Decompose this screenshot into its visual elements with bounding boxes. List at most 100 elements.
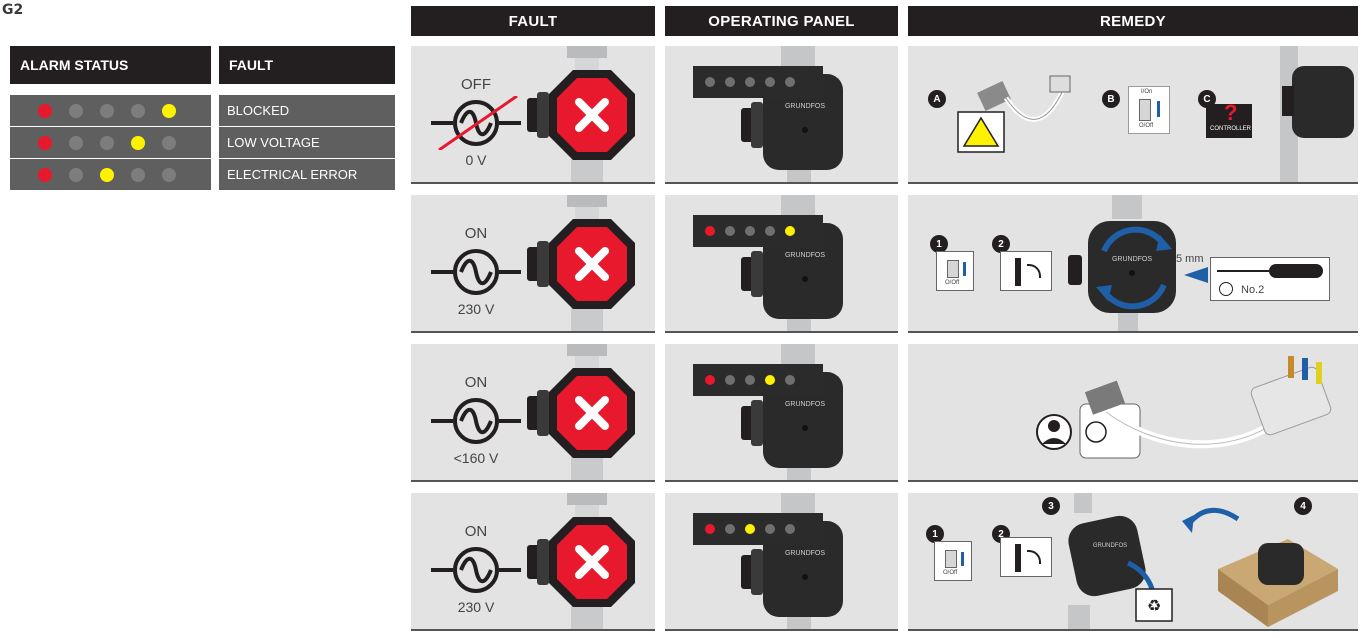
panel-led-red bbox=[705, 226, 715, 236]
led-indicator-off bbox=[131, 103, 145, 118]
power-state-label: ON bbox=[464, 523, 488, 540]
legend-header-fault: FAULT bbox=[219, 46, 395, 84]
operating-panel: GRUNDFOS bbox=[665, 493, 898, 631]
voltage-label: 230 V bbox=[457, 301, 495, 317]
voltage-label: 0 V bbox=[465, 152, 487, 168]
led-indicator-off bbox=[69, 135, 83, 150]
distance-label: 5 mm bbox=[1176, 253, 1204, 265]
svg-text:GRUNDFOS: GRUNDFOS bbox=[785, 103, 825, 110]
panel-led-off bbox=[745, 226, 755, 236]
led-indicator-off bbox=[69, 103, 83, 118]
power-switch-icon: I/On O/Off bbox=[1128, 86, 1170, 134]
led-indicator-off bbox=[131, 167, 145, 182]
panel-led-red bbox=[705, 524, 715, 534]
step-badge: 3 bbox=[1042, 497, 1060, 515]
led-strip bbox=[693, 364, 823, 396]
panel-led-yellow bbox=[765, 375, 775, 385]
led-indicator-red bbox=[38, 167, 52, 182]
pump-fault-icon bbox=[527, 195, 635, 331]
legend-header-alarm-status: ALARM STATUS bbox=[10, 46, 211, 84]
legend-led-row bbox=[10, 127, 211, 158]
operating-panel: GRUNDFOS bbox=[665, 46, 898, 184]
electrician-voltage-check-icon bbox=[1036, 356, 1332, 459]
led-strip bbox=[693, 215, 823, 247]
power-switch-off-icon: O/Off bbox=[934, 541, 972, 581]
power-state-label: OFF bbox=[461, 76, 491, 93]
led-indicator-off bbox=[100, 135, 114, 150]
pump-operating-panel-icon: GRUNDFOS bbox=[741, 493, 843, 629]
pump-fault-icon bbox=[527, 344, 635, 480]
fault-panel: ON <160 V bbox=[411, 344, 655, 482]
panel-led-off bbox=[725, 375, 735, 385]
step-badge: C bbox=[1198, 90, 1216, 108]
unplug-warning-icon bbox=[957, 75, 1071, 153]
panel-led-red bbox=[705, 375, 715, 385]
pump-installed-icon bbox=[1280, 46, 1354, 182]
ac-power-icon bbox=[431, 547, 521, 593]
led-indicator-yellow bbox=[162, 103, 176, 118]
step-badge: 4 bbox=[1294, 497, 1312, 515]
ac-power-icon bbox=[431, 398, 521, 444]
power-state-label: ON bbox=[464, 225, 488, 242]
pump-remove-recycle-icon: GRUNDFOS ♻ bbox=[1068, 493, 1173, 629]
led-indicator-off bbox=[69, 167, 83, 182]
svg-text:♻: ♻ bbox=[1147, 596, 1161, 615]
controller-icon: ? CONTROLLER bbox=[1206, 100, 1252, 138]
column-header-operating-panel: OPERATING PANEL bbox=[665, 6, 898, 36]
panel-led-off bbox=[785, 375, 795, 385]
svg-text:GRUNDFOS: GRUNDFOS bbox=[785, 550, 825, 557]
remedy-panel: 1 O/Off 2 GRUNDFOS bbox=[908, 195, 1358, 333]
screwdriver-icon: No.2 bbox=[1210, 257, 1330, 301]
ac-power-icon bbox=[431, 249, 521, 295]
panel-led-yellow bbox=[745, 524, 755, 534]
led-indicator-red bbox=[38, 135, 52, 150]
step-badge: A bbox=[928, 90, 946, 108]
fault-panel: OFF 0 V bbox=[411, 46, 655, 184]
power-state-label: ON bbox=[464, 374, 488, 391]
svg-text:GRUNDFOS: GRUNDFOS bbox=[1093, 543, 1127, 549]
legend-led-row bbox=[10, 95, 211, 126]
step-badge: 2 bbox=[992, 235, 1010, 253]
led-indicator-off bbox=[162, 167, 176, 182]
panel-led-off bbox=[725, 226, 735, 236]
led-indicator-yellow bbox=[131, 135, 145, 150]
step-badge: 1 bbox=[926, 525, 944, 543]
led-strip bbox=[693, 513, 823, 545]
operating-panel: GRUNDFOS bbox=[665, 344, 898, 482]
svg-text:GRUNDFOS: GRUNDFOS bbox=[1112, 256, 1152, 263]
step-badge: B bbox=[1102, 90, 1120, 108]
valve-close-icon bbox=[1000, 251, 1052, 291]
step-badge: 1 bbox=[930, 235, 948, 253]
voltage-label: <160 V bbox=[453, 450, 499, 466]
pump-fault-icon bbox=[527, 493, 635, 629]
voltage-label: 230 V bbox=[457, 599, 495, 615]
led-indicator-off bbox=[162, 135, 176, 150]
panel-led-off bbox=[785, 77, 795, 87]
panel-led-off bbox=[765, 524, 775, 534]
operating-panel: GRUNDFOS bbox=[665, 195, 898, 333]
pump-unblock-icon: GRUNDFOS bbox=[1068, 195, 1208, 331]
led-strip bbox=[693, 66, 823, 98]
legend-fault-label: LOW VOLTAGE bbox=[219, 127, 395, 158]
led-indicator-off bbox=[100, 103, 114, 118]
svg-text:GRUNDFOS: GRUNDFOS bbox=[785, 252, 825, 259]
led-indicator-yellow bbox=[100, 167, 114, 182]
column-header-fault: FAULT bbox=[411, 6, 655, 36]
fault-panel: ON 230 V bbox=[411, 493, 655, 631]
remedy-panel: A B I/On O/Off C ? CONTROLLER bbox=[908, 46, 1358, 184]
remedy-panel: 1 O/Off 2 3 GRUNDFOS ♻ 4 bbox=[908, 493, 1358, 631]
panel-led-off bbox=[765, 77, 775, 87]
new-pump-box-icon bbox=[1182, 507, 1338, 627]
svg-text:GRUNDFOS: GRUNDFOS bbox=[785, 401, 825, 408]
figure-label: G2 bbox=[2, 2, 24, 18]
panel-led-off bbox=[745, 77, 755, 87]
legend-fault-label: BLOCKED bbox=[219, 95, 395, 126]
panel-led-off bbox=[705, 77, 715, 87]
fault-panel: ON 230 V bbox=[411, 195, 655, 333]
panel-led-off bbox=[745, 375, 755, 385]
legend-led-row bbox=[10, 159, 211, 190]
panel-led-off bbox=[765, 226, 775, 236]
column-header-remedy: REMEDY bbox=[908, 6, 1358, 36]
panel-led-off bbox=[725, 77, 735, 87]
power-switch-off-icon: O/Off bbox=[936, 251, 974, 291]
